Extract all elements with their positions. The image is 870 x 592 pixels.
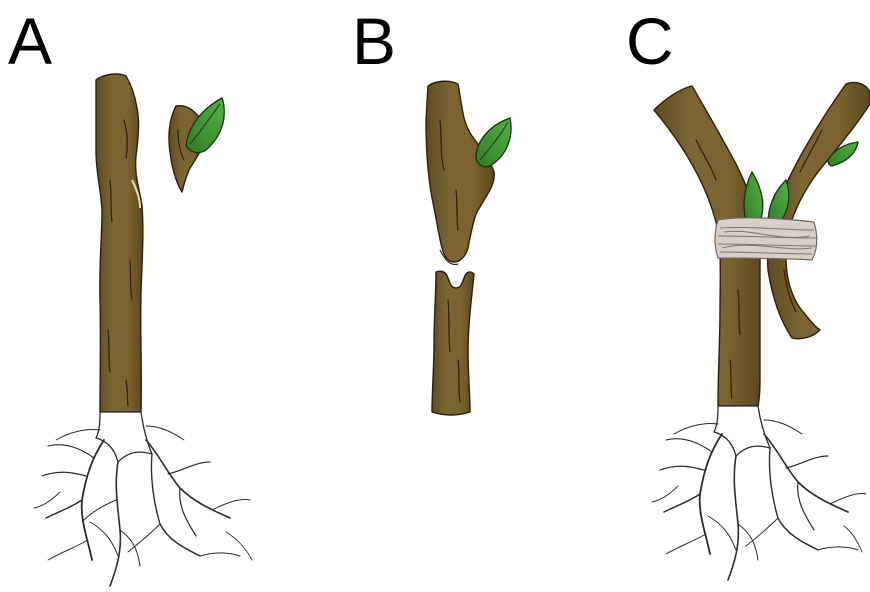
scion-piece [169, 98, 224, 192]
rootstock-stem-icon [96, 74, 143, 412]
twine-binding-icon [715, 218, 817, 260]
panel-a-label: A [8, 4, 52, 78]
panel-b-label: B [352, 4, 396, 78]
panel-c-label: C [626, 4, 674, 78]
panel-c: C [626, 4, 870, 580]
scion-stem-icon [426, 81, 494, 262]
root-system-icon [34, 412, 252, 586]
panel-b: B [352, 4, 511, 415]
rootstock-stem-icon [432, 271, 474, 415]
root-system-icon [652, 406, 866, 580]
panel-a: A [8, 4, 252, 586]
